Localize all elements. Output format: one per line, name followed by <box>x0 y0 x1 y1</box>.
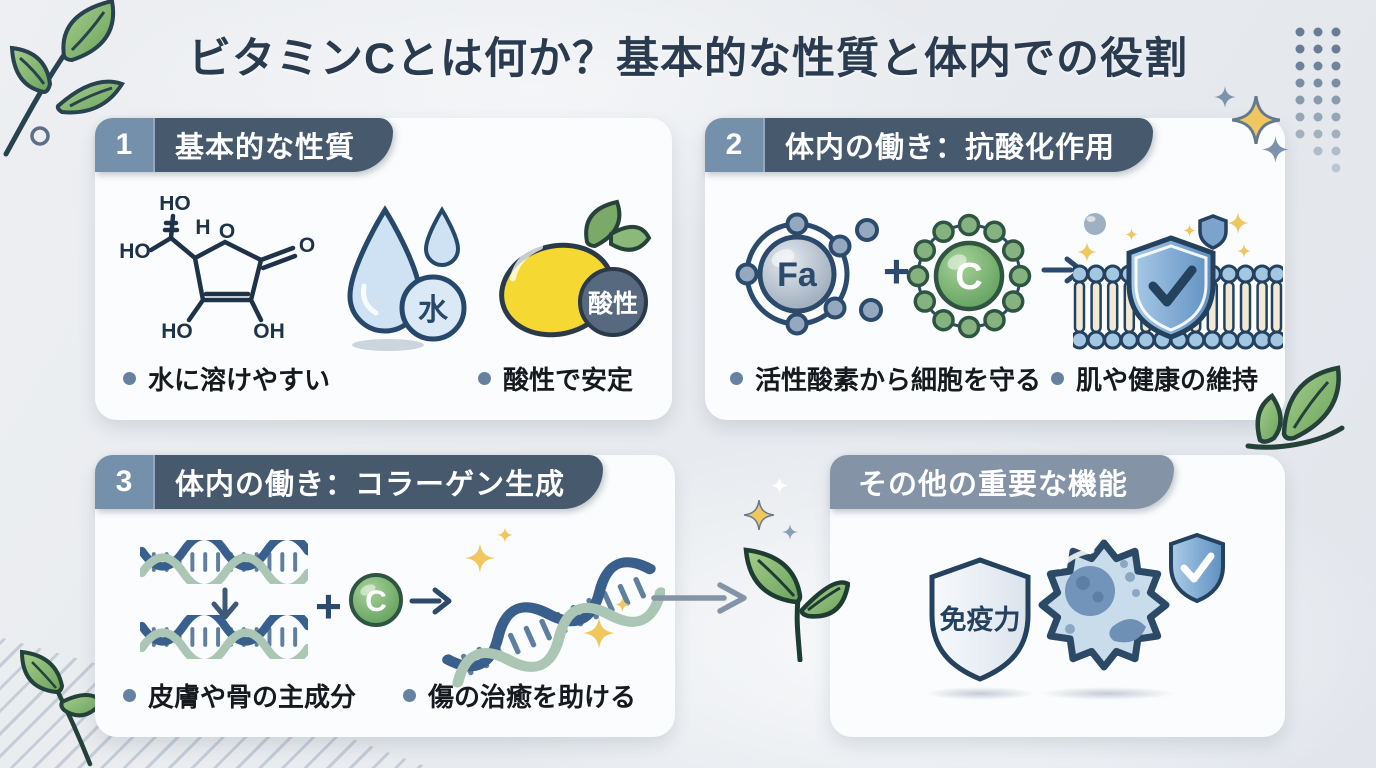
check-shield-icon <box>1169 532 1225 604</box>
immune-cell-icon <box>1038 539 1170 671</box>
collagen-helix-icon <box>140 615 308 659</box>
bullet-item: 水に溶けやすい <box>123 360 330 397</box>
card4-header-tab: その他の重要な機能 <box>830 455 1175 509</box>
card2-number-badge: 2 <box>705 118 765 172</box>
bullet-text: 活性酸素から細胞を守る <box>755 365 1042 395</box>
bullet-text: 傷の治癒を助ける <box>428 682 637 712</box>
collagen-helix-icon <box>140 540 308 584</box>
shadow <box>925 687 1035 700</box>
mini-shield-icon <box>1198 214 1228 250</box>
bullet-dot-icon <box>123 372 136 385</box>
sparkle-icon <box>615 597 630 612</box>
right-arrow-icon <box>409 587 452 615</box>
card-basic-properties: 1 基本的な性質 HO H O O HO <box>95 118 672 420</box>
sparkle-icon <box>1262 136 1289 163</box>
circle-decoration <box>30 126 50 146</box>
molecule-label: H <box>195 216 210 239</box>
sparkle-icon <box>583 617 615 649</box>
sprout-icon <box>743 547 850 662</box>
plus-sign: + <box>315 580 342 632</box>
bullet-item: 皮膚や骨の主成分 <box>123 677 356 714</box>
molecule-structure-icon: HO H O O HO HO OH <box>119 196 315 343</box>
card2-header-label: 体内の働き：抗酸化作用 <box>765 118 1154 172</box>
molecule-label: HO <box>119 240 151 263</box>
card-other-functions: その他の重要な機能 免疫力 <box>830 455 1285 737</box>
sparkle-icon <box>782 524 798 540</box>
acidity-badge <box>578 267 648 337</box>
water-badge <box>399 274 467 342</box>
leaf-branch-icon <box>3 0 126 157</box>
atom-c-label: C <box>955 256 982 298</box>
check-shield-icon <box>1126 235 1216 340</box>
card1-header-label: 基本的な性質 <box>155 118 394 172</box>
bullet-item: 活性酸素から細胞を守る <box>730 360 1041 397</box>
plus-sign: + <box>883 245 910 297</box>
vitamin-c-icon: C <box>349 573 403 627</box>
bullet-item: 傷の治癒を助ける <box>403 677 636 714</box>
molecule-label: O <box>299 234 315 257</box>
bullet-text: 皮膚や骨の主成分 <box>148 682 357 712</box>
shadow <box>1040 687 1175 700</box>
card1-number-badge: 1 <box>95 118 155 172</box>
sparkle-icon <box>771 477 788 494</box>
bullet-dot-icon <box>403 689 416 702</box>
bullet-text: 酸性で安定 <box>503 365 634 395</box>
bullet-dot-icon <box>478 372 491 385</box>
atom-fa-icon: Fa <box>735 212 883 336</box>
vitamin-c-label: C <box>365 585 387 618</box>
card3-number-badge: 3 <box>95 455 155 509</box>
edge-leaves-icon <box>1245 365 1345 450</box>
card3-header-tab: 3 体内の働き：コラーゲン生成 <box>95 455 604 509</box>
molecule-label: O <box>219 220 235 243</box>
card-antioxidant: 2 体内の働き：抗酸化作用 Fa + <box>705 118 1285 420</box>
molecule-label: HO <box>161 320 193 343</box>
sparkle-icon <box>497 527 513 543</box>
molecule-label: OH <box>253 320 285 343</box>
card2-header-tab: 2 体内の働き：抗酸化作用 <box>705 118 1154 172</box>
water-droplet-icon: 水 <box>347 205 467 351</box>
water-badge-label: 水 <box>418 294 449 327</box>
atom-c-icon: C <box>906 213 1032 339</box>
card-collagen: 3 体内の働き：コラーゲン生成 + C 皮膚や骨の主成分 <box>95 455 675 737</box>
immunity-shield-icon: 免疫力 <box>929 557 1031 682</box>
card4-header-label: その他の重要な機能 <box>830 455 1175 509</box>
bullet-text: 水に溶けやすい <box>148 365 331 395</box>
immunity-shield-label: 免疫力 <box>940 604 1021 635</box>
down-arrow-icon <box>211 587 239 620</box>
card1-header-tab: 1 基本的な性質 <box>95 118 394 172</box>
bullet-text: 肌や健康の維持 <box>1076 365 1259 395</box>
bullet-item: 酸性で安定 <box>478 360 633 397</box>
sparkle-icon <box>744 500 774 530</box>
page-title: ビタミンCとは何か？基本的な性質と体内での役割 <box>187 35 1189 83</box>
atom-fa-label: Fa <box>777 256 818 294</box>
bullet-item: 肌や健康の維持 <box>1051 360 1258 397</box>
molecule-label: HO <box>159 196 191 215</box>
bullet-dot-icon <box>123 689 136 702</box>
cell-membrane-shield-icon <box>1073 212 1283 350</box>
bullet-dot-icon <box>730 372 743 385</box>
card3-header-label: 体内の働き：コラーゲン生成 <box>155 455 604 509</box>
acidity-badge-label: 酸性 <box>588 289 638 318</box>
lemon-icon: 酸性 <box>499 199 652 338</box>
dot-grid-decoration <box>1295 27 1341 173</box>
bullet-dot-icon <box>1051 372 1064 385</box>
flow-arrow-icon <box>651 582 747 614</box>
leaf-sprig-icon <box>19 649 105 767</box>
sparkle-icon <box>465 543 495 573</box>
